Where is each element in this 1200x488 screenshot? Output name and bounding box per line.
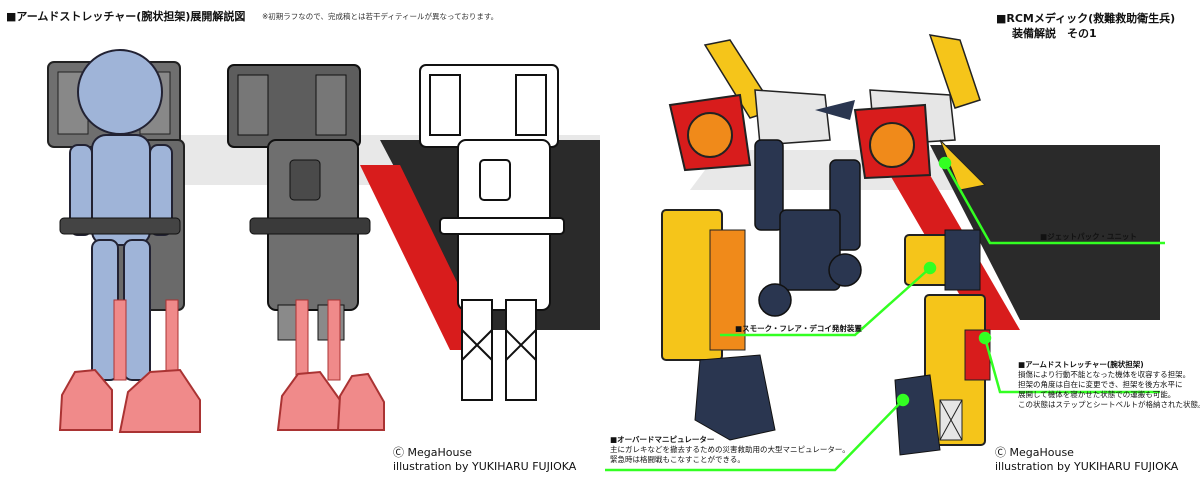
stretcher-line: 担架の角度は自在に変更でき、担架を後方水平に [1018, 380, 1200, 390]
stretcher-line: 展開して機体を寝かせた状態での運搬も可能。 [1018, 390, 1200, 400]
right-credit-copyright: Ⓒ MegaHouse [995, 446, 1178, 460]
stretcher-line: この状態はステップとシートベルトが格納された状態。 [1018, 400, 1200, 410]
stretcher-line: 損傷により行動不能となった機体を収容する担架。 [1018, 370, 1200, 380]
manipulator-line: 主にガレキなどを撤去するための災害救助用の大型マニピュレーター。 [610, 445, 850, 455]
figure-colored [48, 50, 200, 432]
right-thruster [855, 35, 985, 190]
left-credit-copyright: Ⓒ MegaHouse [393, 446, 576, 460]
left-credit: Ⓒ MegaHouse illustration by YUKIHARU FUJ… [393, 446, 576, 474]
left-credit-illustrator: illustration by YUKIHARU FUJIOKA [393, 460, 576, 474]
callout-armed-stretcher: ■アームドストレッチャー(腕状担架) 損傷により行動不能となった機体を収容する担… [1018, 360, 1200, 410]
callout-manipulator: ■オーバードマニピュレーター 主にガレキなどを撤去するための災害救助用の大型マニ… [610, 435, 850, 465]
manipulator-title: ■オーバードマニピュレーター [610, 435, 714, 444]
callout-smoke-flare: ■スモーク・フレア・デコイ発射装置 [735, 324, 862, 334]
right-credit: Ⓒ MegaHouse illustration by YUKIHARU FUJ… [995, 446, 1178, 474]
callout-jetpack: ■ジェットパック・ユニット [1040, 232, 1137, 242]
figure-gray [228, 65, 384, 430]
stretcher-deployment-illustration [0, 0, 600, 488]
stretcher-arm [895, 230, 990, 455]
rcm-medic-illustration [600, 0, 1200, 488]
figure-lineart [420, 65, 564, 400]
right-credit-illustrator: illustration by YUKIHARU FUJIOKA [995, 460, 1178, 474]
left-panel: ■アームドストレッチャー(腕状担架)展開解説図 ※初期ラフなので、完成稿とは若干… [0, 0, 600, 488]
right-panel: ■RCMメディック(救難救助衛生兵) 装備解説 その1 [600, 0, 1200, 488]
stretcher-title: ■アームドストレッチャー(腕状担架) [1018, 360, 1144, 369]
manipulator-line: 緊急時は格闘戦もこなすことができる。 [610, 455, 850, 465]
